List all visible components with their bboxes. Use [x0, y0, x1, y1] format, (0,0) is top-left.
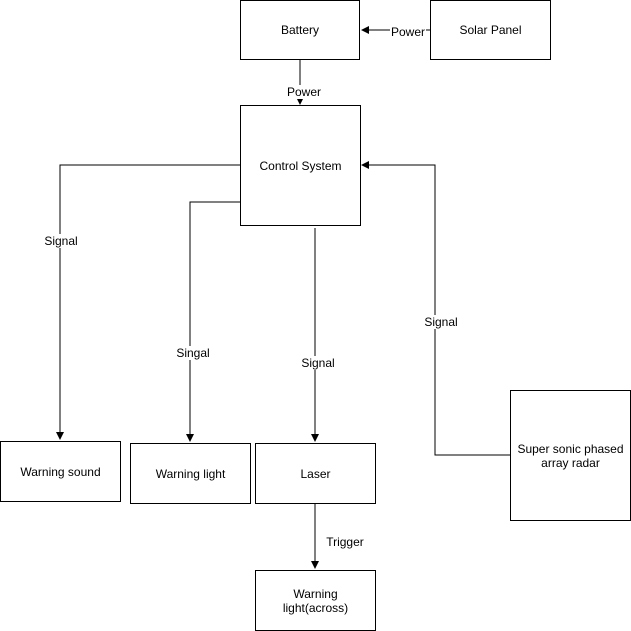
warning-sound-label: Warning sound — [20, 464, 101, 479]
warning-light-node: Warning light — [130, 443, 251, 504]
warning-light-across-node: Warning light(across) — [255, 570, 376, 631]
control-system-label: Control System — [259, 158, 342, 173]
edge-label-laser-to-across: Trigger — [325, 535, 365, 549]
warning-light-label: Warning light — [155, 466, 226, 481]
warning-sound-node: Warning sound — [0, 441, 121, 502]
battery-node: Battery — [240, 0, 360, 60]
warning-light-across-label: Warning light(across) — [282, 586, 349, 615]
edge-label-control-to-laser: Signal — [300, 356, 336, 370]
solar-panel-label: Solar Panel — [459, 23, 522, 37]
edge-control-to-light — [186, 201, 240, 442]
edge-label-control-to-light: Singal — [175, 346, 211, 360]
edge-label-control-to-sound: Signal — [43, 234, 79, 248]
laser-label: Laser — [300, 466, 331, 481]
battery-label: Battery — [280, 23, 319, 37]
laser-node: Laser — [255, 443, 376, 504]
edge-radar-to-control — [361, 161, 510, 456]
control-system-node: Control System — [240, 105, 361, 226]
edge-label-radar-to-control: Signal — [423, 315, 459, 329]
radar-node: Super sonic phased array radar — [510, 390, 631, 521]
solar-panel-node: Solar Panel — [430, 0, 551, 60]
edge-label-battery-to-control: Power — [285, 85, 323, 99]
edge-label-solar-to-battery: Power — [389, 25, 427, 39]
radar-label: Super sonic phased array radar — [517, 441, 624, 470]
edge-control-to-sound — [56, 164, 240, 440]
